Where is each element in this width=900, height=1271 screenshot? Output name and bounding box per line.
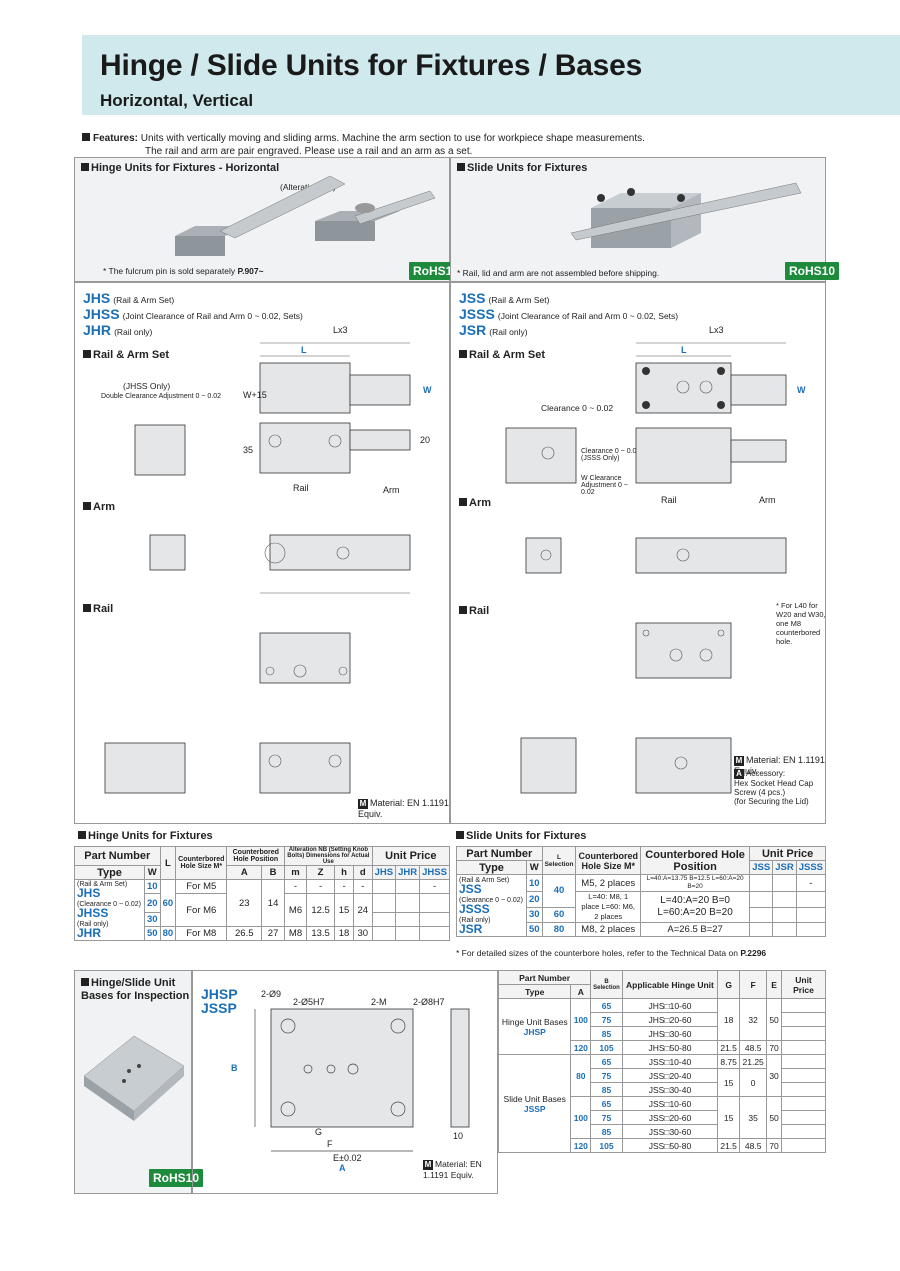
- hinge-table-title: Hinge Units for Fixtures: [88, 830, 213, 842]
- svg-text:Rail: Rail: [661, 495, 677, 505]
- clearance-label: Clearance 0 ~ 0.02: [541, 403, 614, 413]
- svg-text:A: A: [339, 1163, 346, 1173]
- svg-text:Arm: Arm: [383, 485, 400, 495]
- material-note: Material: EN 1.1191 Equiv.: [734, 755, 825, 776]
- svg-text:20: 20: [420, 435, 430, 445]
- hinge-photo-panel: Hinge Units for Fixtures - Horizontal (A…: [74, 157, 464, 282]
- slide-photo-panel: Slide Units for Fixtures * Rail, lid and…: [450, 157, 840, 282]
- counterbore-note: * For detailed sizes of the counterbore …: [456, 948, 738, 958]
- base-part-jhsp: JHSP: [201, 986, 238, 1002]
- l40-note: * For L40 for W20 and W30, one M8 counte…: [776, 601, 826, 646]
- svg-text:F: F: [327, 1139, 333, 1149]
- slide-drawings: Lx3 L W Rail Arm: [505, 325, 806, 794]
- page-subtitle: Horizontal, Vertical: [100, 91, 254, 110]
- base-plate-photo: [83, 1035, 185, 1121]
- svg-text:Arm: Arm: [759, 495, 776, 505]
- slide-part-list: JSS (Rail & Arm Set) JSSS (Joint Clearan…: [459, 290, 679, 338]
- fulcrum-ref-link[interactable]: P.907~: [237, 266, 264, 276]
- svg-text:L: L: [681, 345, 687, 355]
- svg-text:L: L: [301, 345, 307, 355]
- slide-arm-title: Arm: [469, 497, 492, 509]
- svg-text:2-M: 2-M: [371, 997, 387, 1007]
- hinge-drawings: Lx3 L W W+15 35 20 Rail Arm: [104, 325, 432, 794]
- fulcrum-note: * The fulcrum pin is sold separately: [103, 266, 236, 276]
- w-clearance-label: W Clearance Adjustment 0 ~ 0.02: [581, 475, 628, 496]
- svg-text:W: W: [797, 385, 806, 395]
- svg-text:2-Ø9: 2-Ø9: [261, 989, 281, 999]
- rail-arm-set-title: Rail & Arm Set: [93, 349, 170, 361]
- page-title: Hinge / Slide Units for Fixtures / Bases: [100, 49, 643, 82]
- svg-text:2-Ø5H7: 2-Ø5H7: [293, 997, 325, 1007]
- slide-table-title: Slide Units for Fixtures: [466, 830, 587, 842]
- svg-text:2-Ø8H7: 2-Ø8H7: [413, 997, 445, 1007]
- accessory-desc: Hex Socket Head Cap Screw (4 pcs.): [734, 779, 814, 797]
- slide-photo-title: Slide Units for Fixtures: [467, 162, 588, 174]
- arm-title: Arm: [93, 501, 116, 513]
- svg-text:10: 10: [453, 1131, 463, 1141]
- clearance-label: Double Clearance Adjustment 0 ~ 0.02: [101, 393, 222, 400]
- slide-assembly-note: * Rail, lid and arm are not assembled be…: [457, 268, 660, 278]
- features-line1: Units with vertically moving and sliding…: [140, 133, 645, 144]
- base-photo-panel: Hinge/Slide Unit Bases for Inspection Ro…: [74, 970, 204, 1194]
- clearance-jsss-label: Clearance 0 ~ 0.02 (JSSS Only): [581, 448, 641, 462]
- slide-rail-arm-set-title: Rail & Arm Set: [469, 349, 546, 361]
- material-note: Material: EN 1.1191 Equiv.: [358, 798, 449, 819]
- page-header: Hinge / Slide Units for Fixtures / Bases…: [82, 35, 900, 115]
- rohs-badge: RoHS10: [785, 262, 840, 280]
- hinge-unit-photo: [175, 175, 436, 256]
- slide-unit-photo: [570, 182, 802, 248]
- svg-text:E±0.02: E±0.02: [333, 1153, 361, 1163]
- hinge-photo-title: Hinge Units for Fixtures - Horizontal: [91, 162, 280, 174]
- slide-units-table: Part Number L Selection Counterbored Hol…: [456, 846, 827, 937]
- svg-text:Rail: Rail: [293, 483, 309, 493]
- svg-text:G: G: [315, 1127, 322, 1137]
- accessory-desc-2: (for Securing the Lid): [734, 797, 809, 806]
- features: Features: Units with vertically moving a…: [82, 132, 882, 158]
- svg-text:35: 35: [243, 445, 253, 455]
- svg-text:W: W: [423, 385, 432, 395]
- base-part-jssp: JSSP: [201, 1000, 237, 1016]
- accessory-label: Accessory:: [746, 769, 786, 778]
- slide-drawings-panel: JSS (Rail & Arm Set) JSSS (Joint Clearan…: [450, 282, 826, 824]
- hinge-part-list: JHS (Rail & Arm Set) JHSS (Joint Clearan…: [83, 290, 303, 338]
- svg-text:Lx3: Lx3: [333, 325, 348, 335]
- base-drawing: 2-Ø9 2-Ø5H7 2-M 2-Ø8H7 B A G F E±0.02 10: [231, 989, 470, 1173]
- table-row: (Rail & Arm Set)JSS(Clearance 0 ~ 0.02)J…: [456, 874, 827, 937]
- hinge-units-table: Part Number L Counterbored Hole Size M* …: [74, 846, 451, 941]
- svg-text:Lx3: Lx3: [709, 325, 724, 335]
- base-material-note: Material: EN 1.1191 Equiv.: [423, 1159, 482, 1180]
- base-title: Hinge/Slide Unit Bases for Inspection: [81, 977, 190, 1002]
- svg-text:B: B: [231, 1063, 238, 1073]
- svg-text:W+15: W+15: [243, 390, 267, 400]
- jhss-only-label: (JHSS Only): [123, 381, 171, 391]
- features-line2: The rail and arm are pair engraved. Plea…: [145, 146, 473, 157]
- rail-title: Rail: [93, 603, 114, 615]
- features-label: Features:: [93, 133, 139, 144]
- table-row: (Rail & Arm Set)JHS(Clearance 0 ~ 0.02)J…: [74, 879, 450, 941]
- slide-rail-title: Rail: [469, 605, 490, 617]
- hinge-drawings-panel: JHS (Rail & Arm Set) JHSS (Joint Clearan…: [74, 282, 450, 824]
- tech-data-link[interactable]: P.2296: [740, 948, 767, 958]
